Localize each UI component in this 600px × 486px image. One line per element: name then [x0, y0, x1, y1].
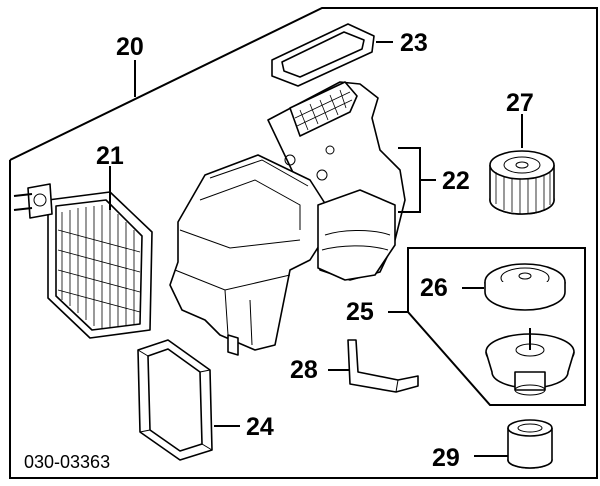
blower-fan-part	[489, 150, 555, 215]
assembly-frame	[9, 7, 598, 479]
leader-lines	[109, 41, 523, 457]
callout-22: 22	[442, 167, 470, 195]
motor-cover-part	[484, 263, 566, 311]
reference-code: 030-03363	[24, 452, 110, 472]
blower-motor-part	[485, 328, 575, 396]
drain-hose-part	[347, 339, 419, 393]
heater-core-part	[13, 183, 153, 339]
callout-28: 28	[290, 356, 318, 384]
callout-20: 20	[116, 33, 144, 61]
filter-frame-part	[137, 339, 213, 461]
seal-ring-part	[271, 23, 375, 87]
resistor-part	[507, 419, 553, 469]
callout-26: 26	[420, 274, 448, 302]
callout-21: 21	[96, 142, 124, 170]
callout-24: 24	[246, 413, 274, 441]
callout-29: 29	[432, 444, 460, 472]
callout-25: 25	[346, 298, 374, 326]
callout-23: 23	[400, 29, 428, 57]
callout-27: 27	[506, 89, 534, 117]
heater-housing-part	[169, 81, 406, 356]
